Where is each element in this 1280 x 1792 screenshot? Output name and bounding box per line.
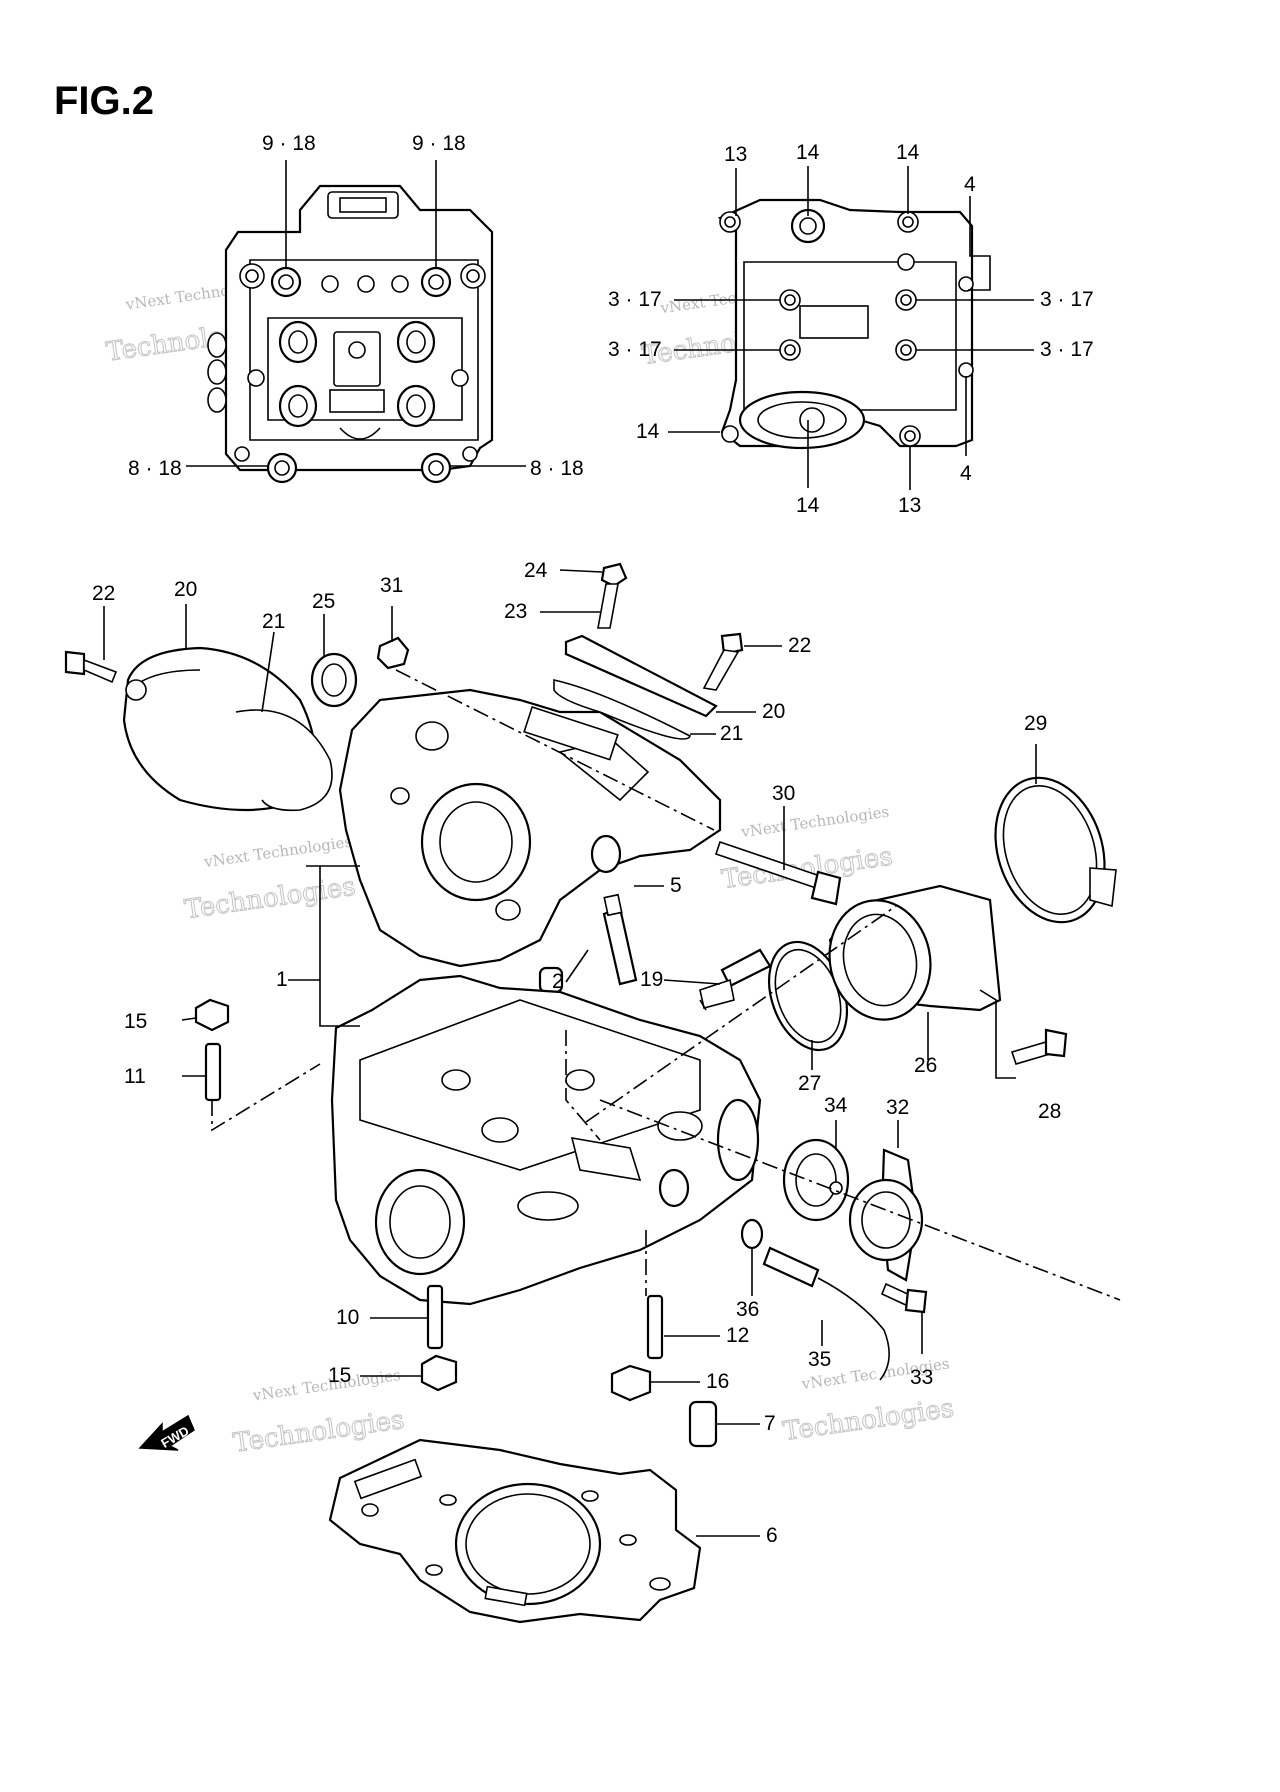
- callout-label: 7: [764, 1412, 776, 1435]
- cylinder-head-upper-part: [338, 688, 722, 968]
- head-gasket-part: [328, 1438, 702, 1624]
- callout-label: 3 · 17: [608, 338, 662, 361]
- callout-label: 33: [910, 1366, 933, 1389]
- callout-label: 23: [504, 600, 527, 623]
- callout-label: 4: [964, 173, 976, 196]
- callout-label: 29: [1024, 712, 1047, 735]
- bolt-part: [714, 840, 842, 906]
- callout-label: 25: [312, 590, 335, 613]
- washer-part: [740, 1218, 764, 1250]
- cover-plate-part: [564, 634, 718, 718]
- callout-label: 6: [766, 1524, 778, 1547]
- callout-label: 14: [796, 141, 820, 164]
- callout-label: 3 · 17: [608, 288, 662, 311]
- stud-part: [204, 1042, 222, 1102]
- callout-label: 31: [380, 574, 403, 597]
- callout-label: 14: [636, 420, 660, 443]
- callout-label: 3 · 17: [1040, 338, 1094, 361]
- callout-label: 16: [706, 1370, 729, 1393]
- callout-label: 22: [92, 582, 115, 605]
- callout-label: 30: [772, 782, 795, 805]
- callout-label: 8 · 18: [530, 457, 584, 480]
- bolt-part: [1010, 1028, 1068, 1065]
- callout-label: 32: [886, 1096, 909, 1119]
- watermark-text: Technologies: [231, 1405, 406, 1459]
- gasket-part: [553, 679, 691, 740]
- clamp-part: [994, 776, 1117, 924]
- callout-label: 20: [174, 578, 197, 601]
- dowel-part: [688, 1400, 718, 1448]
- callout-label: 1: [276, 968, 288, 991]
- watermark-text: Technologies: [720, 842, 895, 896]
- callout-label: 4: [960, 462, 972, 485]
- callout-label: 13: [724, 143, 747, 166]
- seal-part: [310, 652, 358, 708]
- callout-label: 22: [788, 634, 811, 657]
- forward-direction-arrow: FWD: [138, 1414, 195, 1451]
- callout-label: 13: [898, 494, 921, 517]
- callout-label: 12: [726, 1324, 749, 1347]
- callout-label: 10: [336, 1306, 359, 1329]
- temp-sensor-part: [762, 1246, 890, 1381]
- callout-label: 19: [640, 968, 663, 991]
- callout-label: 2: [552, 970, 564, 993]
- callout-label: 21: [720, 722, 743, 745]
- stud-part: [646, 1294, 664, 1360]
- callout-label: 14: [796, 494, 820, 517]
- callout-label: 15: [124, 1010, 147, 1033]
- plug-cap-part: [602, 893, 638, 986]
- callout-label: 9 · 18: [262, 132, 316, 155]
- callout-label: 8 · 18: [128, 457, 182, 480]
- watermark-text: vNext Technologies: [739, 803, 890, 842]
- cylinder-head-lower-part: [330, 974, 762, 1306]
- callout-label: 34: [824, 1094, 848, 1117]
- bolt-part: [597, 562, 744, 691]
- watermark-text: vNext Technologies: [251, 1366, 402, 1405]
- nut-part: [194, 998, 230, 1032]
- callout-label: 11: [124, 1065, 146, 1088]
- stud-part: [426, 1284, 444, 1350]
- callout-label: 28: [1038, 1100, 1061, 1123]
- nut-part: [420, 1354, 458, 1392]
- bolt-part: [880, 1282, 928, 1314]
- thermostat-housing-part: [848, 1148, 924, 1282]
- callout-label: 9 · 18: [412, 132, 466, 155]
- callout-label: 24: [524, 559, 548, 582]
- watermark-text: Technologies: [183, 872, 358, 926]
- callout-label: 20: [762, 700, 785, 723]
- gasket-part: [235, 709, 333, 812]
- callout-label: 27: [798, 1072, 821, 1095]
- cylinder-head-top-view: [207, 184, 494, 484]
- callout-label: 21: [262, 610, 285, 633]
- callout-label: 36: [736, 1298, 759, 1321]
- callout-label: 35: [808, 1348, 831, 1371]
- callout-label: 26: [914, 1054, 937, 1077]
- figure-title: FIG.2: [54, 79, 154, 123]
- callout-label: 15: [328, 1364, 351, 1387]
- callout-label: 14: [896, 141, 920, 164]
- callout-label: 5: [670, 874, 682, 897]
- watermark-text: Technologies: [781, 1393, 956, 1447]
- bolt-part: [64, 650, 118, 684]
- callout-label: 3 · 17: [1040, 288, 1094, 311]
- thermostat-part: [782, 1138, 850, 1222]
- intake-pipe-part: [828, 884, 1002, 1021]
- cylinder-head-bottom-view: [717, 198, 974, 450]
- nut-part: [376, 636, 410, 670]
- nut-part: [610, 1364, 652, 1402]
